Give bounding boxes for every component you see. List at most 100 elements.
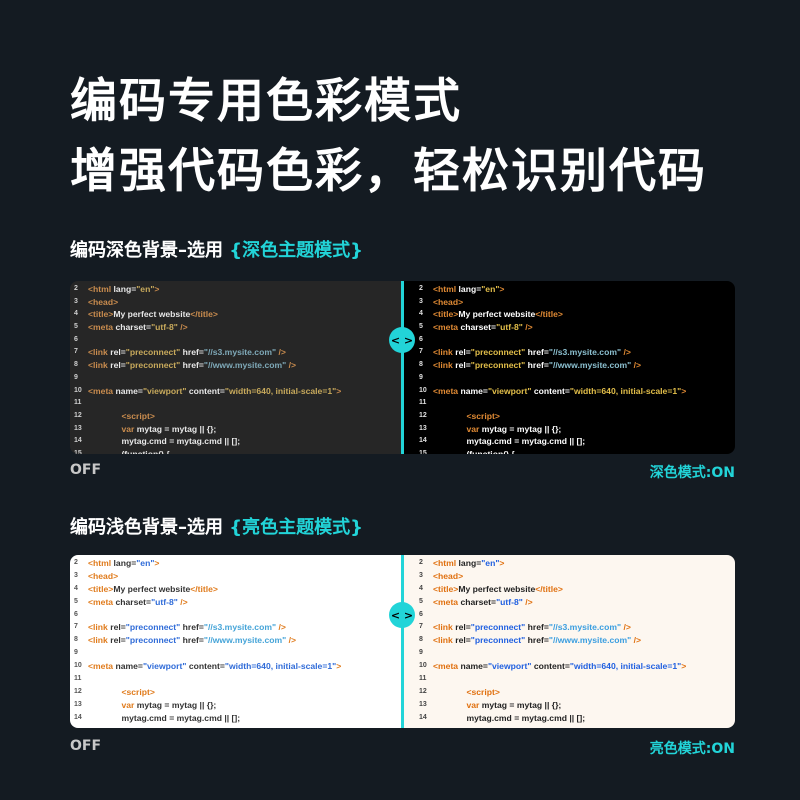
code-token: > — [154, 558, 160, 568]
code-token: "preconnect" — [470, 360, 526, 371]
line-number: 14 — [419, 437, 427, 445]
code-line: 14 mytag.cmd = mytag.cmd || []; — [419, 712, 686, 725]
code-token: </title> — [190, 309, 218, 320]
section-title-text: 编码深色背景–选用 — [70, 240, 230, 261]
code-token: > — [681, 385, 687, 396]
line-number: 5 — [74, 597, 78, 605]
code-token: "//www.mysite.com" — [203, 635, 287, 646]
code-line: 14 mytag.cmd = mytag.cmd || []; — [419, 435, 686, 448]
code-line: 7<link rel="preconnect" href="//s3.mysit… — [419, 346, 686, 359]
code-line: 11 — [74, 397, 341, 410]
code-line: 10<meta name="viewport" content="width=6… — [74, 660, 341, 673]
line-number: 12 — [419, 687, 427, 695]
on-label: 深色模式:ON — [649, 465, 735, 481]
code-token: /> — [522, 322, 533, 333]
code-token: <link — [433, 635, 456, 646]
code-token: "en" — [481, 284, 500, 294]
code-token: href= — [180, 360, 204, 371]
chevron-left-right-icon[interactable]: < > — [389, 602, 415, 628]
code-token — [433, 410, 466, 423]
headline-line1: 编码专用色彩模式 — [70, 74, 462, 129]
light-compare-panel: 2<html lang="en">3<head>4<title>My perfe… — [70, 555, 735, 728]
compare-divider[interactable] — [401, 555, 404, 728]
code-token: charset= — [460, 322, 497, 333]
code-line: 6 — [74, 334, 341, 347]
code-token: mytag.cmd = mytag.cmd || []; — [466, 712, 586, 723]
code-line: 7<link rel="preconnect" href="//s3.mysit… — [74, 621, 341, 634]
code-token: href= — [180, 347, 204, 358]
code-line: 2<html lang="en"> — [419, 283, 686, 296]
code-token — [433, 448, 466, 454]
code-token: My perfect website — [458, 583, 536, 594]
line-number: 6 — [419, 610, 423, 618]
code-line: 13 var mytag = mytag || {}; — [74, 423, 341, 436]
code-token: <head> — [433, 570, 464, 581]
code-token: rel= — [455, 622, 471, 633]
code-token — [88, 435, 121, 448]
code-token: <script> — [466, 410, 500, 421]
code-token: /> — [621, 622, 631, 633]
code-token: rel= — [110, 622, 126, 633]
code-token: "preconnect" — [125, 360, 181, 371]
code-token: <title> — [433, 583, 459, 594]
code-token: <meta — [433, 661, 461, 672]
line-number: 6 — [419, 335, 423, 343]
code-line: 2<html lang="en"> — [419, 557, 686, 570]
line-number: 12 — [74, 411, 82, 419]
line-number: 9 — [419, 373, 423, 381]
code-line: 9 — [74, 372, 341, 385]
code-line: 9 — [419, 372, 686, 385]
code-token: content= — [186, 661, 225, 672]
line-number: 7 — [419, 348, 423, 356]
code-token: name= — [115, 385, 143, 396]
code-token: "//www.mysite.com" — [548, 635, 632, 646]
line-number: 11 — [419, 399, 427, 407]
code-token: <html — [433, 284, 459, 294]
line-number: 4 — [74, 584, 78, 592]
code-line: 2<html lang="en"> — [74, 557, 341, 570]
code-token: "utf-8" — [496, 322, 523, 333]
line-number: 5 — [419, 323, 423, 331]
code-token: var — [466, 423, 482, 434]
chevron-left-right-icon[interactable]: < > — [389, 327, 415, 353]
code-token: "width=640, initial-scale=1" — [569, 661, 682, 672]
compare-divider[interactable] — [401, 281, 404, 454]
code-token: "preconnect" — [125, 622, 181, 633]
code-token: (function() { — [466, 448, 515, 454]
code-token: var — [121, 423, 137, 434]
code-token: "width=640, initial-scale=1" — [569, 385, 682, 396]
light-on-pane: 2<html lang="en">3<head>4<title>My perfe… — [403, 555, 735, 728]
light-off-pane: 2<html lang="en">3<head>4<title>My perfe… — [70, 555, 403, 728]
code-token: <link — [433, 360, 456, 371]
code-line: 8<link rel="preconnect" href="//www.mysi… — [74, 359, 341, 372]
code-token: <link — [88, 622, 111, 633]
code-line: 13 var mytag = mytag || {}; — [419, 699, 686, 712]
code-line: 3<head> — [419, 570, 686, 583]
code-token: My perfect website — [113, 309, 191, 320]
off-label: OFF — [70, 462, 102, 478]
code-token: rel= — [455, 347, 471, 358]
code-block: 2<html lang="en">3<head>4<title>My perfe… — [74, 557, 341, 725]
code-line: 5<meta charset="utf-8" /> — [419, 596, 686, 609]
code-token: content= — [186, 385, 225, 396]
code-line: 7<link rel="preconnect" href="//s3.mysit… — [74, 346, 341, 359]
code-block: 2<html lang="en">3<head>4<title>My perfe… — [419, 557, 686, 725]
line-number: 4 — [419, 310, 423, 318]
code-line: 2<html lang="en"> — [74, 283, 341, 296]
code-line: 11 — [419, 673, 686, 686]
code-token: /> — [276, 622, 286, 633]
code-token — [88, 423, 121, 436]
code-token: <title> — [88, 583, 114, 594]
line-number: 11 — [74, 399, 82, 407]
code-token: href= — [525, 347, 549, 358]
code-line: 4<title>My perfect website</title> — [419, 583, 686, 596]
code-token — [433, 686, 466, 699]
code-token: <meta — [433, 322, 461, 333]
section-title-highlight: {亮色主题模式} — [229, 517, 363, 538]
code-token: rel= — [455, 635, 471, 646]
code-token: mytag = mytag || {}; — [136, 423, 217, 434]
code-token: "viewport" — [142, 385, 187, 396]
code-line: 12 <script> — [74, 410, 341, 423]
code-block: 2<html lang="en">3<head>4<title>My perfe… — [419, 283, 686, 454]
code-token: "en" — [481, 558, 500, 568]
